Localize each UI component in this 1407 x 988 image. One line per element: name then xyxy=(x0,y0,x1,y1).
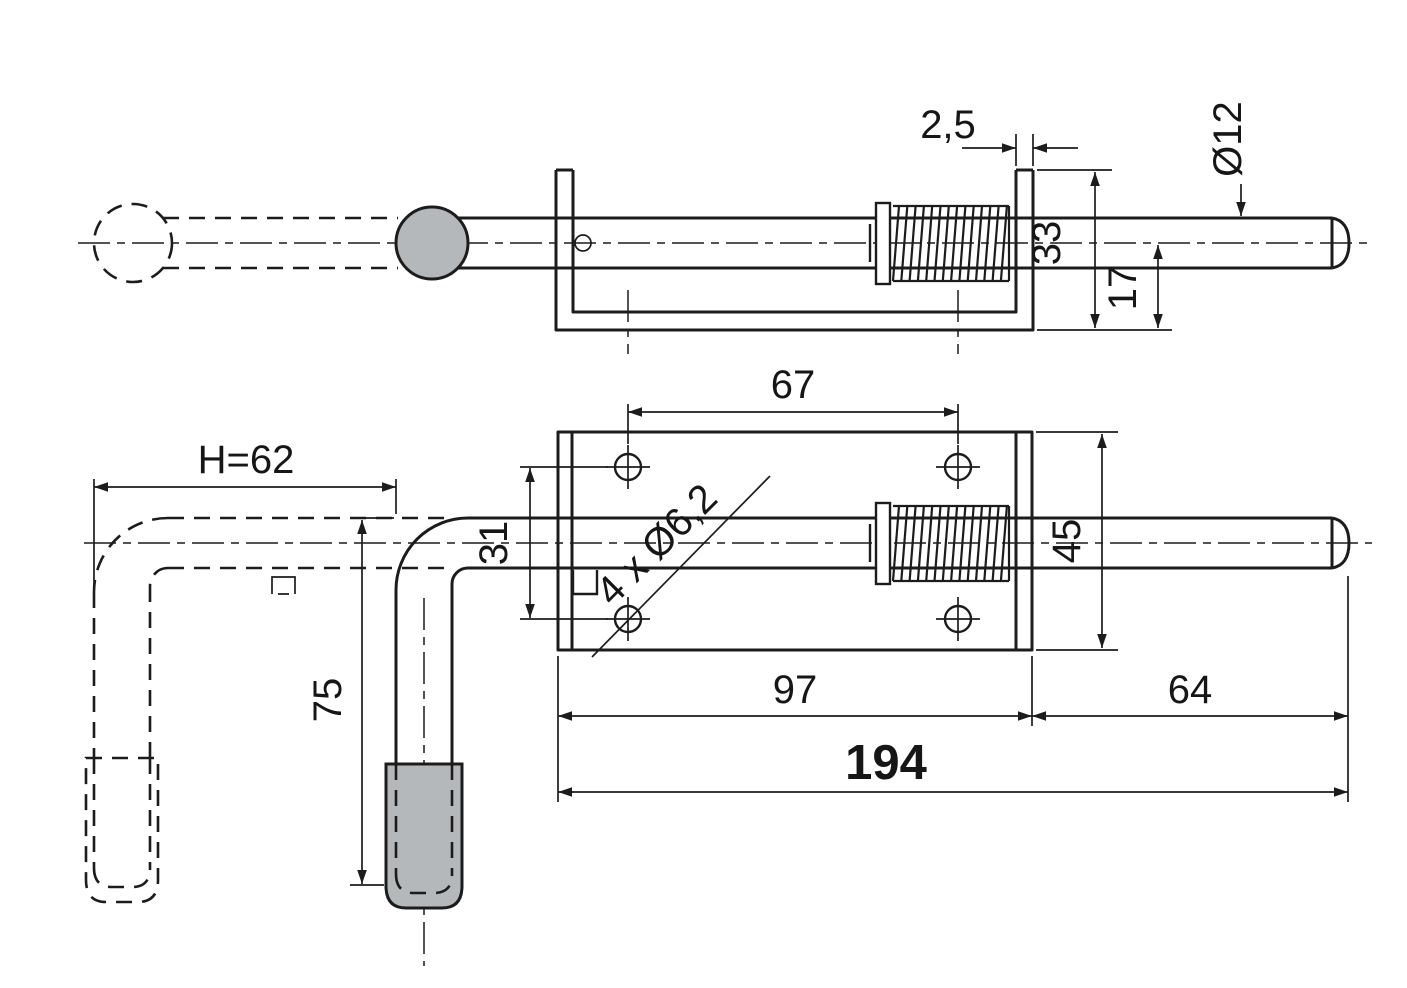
spring-side xyxy=(868,201,1011,286)
dim-label-hole-spacing-horizontal: 67 xyxy=(771,363,816,407)
spring-plan-outline xyxy=(893,504,1011,583)
dim-rod-diameter: Ø12 xyxy=(1206,101,1250,216)
dim-label-plate-width: 45 xyxy=(1045,519,1089,564)
dim-label-bracket-height: 33 xyxy=(1025,221,1069,266)
dim-label-rod-diameter: Ø12 xyxy=(1206,101,1250,177)
side-view xyxy=(92,168,1351,332)
keeper-mark xyxy=(271,576,296,595)
dim-handle-projection: H=62 xyxy=(93,438,397,588)
dim-label-handle-drop: 75 xyxy=(306,678,350,723)
dim-label-hole-callout: 4 x Ø6,2 xyxy=(588,476,726,614)
mounting-plate xyxy=(556,430,1034,652)
dim-label-plate-length: 97 xyxy=(773,668,818,712)
dim-bolt-extension: 64 xyxy=(1032,576,1349,802)
knob xyxy=(394,205,470,281)
guide-bracket xyxy=(554,168,1035,332)
handle-grip-hidden-tube xyxy=(394,764,454,895)
plan-view xyxy=(84,430,1351,910)
pin-slot xyxy=(571,570,599,596)
dim-overall-length: 194 xyxy=(558,736,1348,797)
bolt-retracted-outline xyxy=(92,202,398,284)
dim-axis-to-base: 17 xyxy=(1101,245,1163,328)
dim-hole-callout: 4 x Ø6,2 xyxy=(588,475,771,658)
pin-hole xyxy=(574,234,592,252)
bolt-rod-plan xyxy=(468,516,1351,570)
dim-plate-width: 45 xyxy=(1036,431,1118,651)
dim-label-hole-spacing-vertical: 31 xyxy=(472,521,516,566)
handle xyxy=(394,516,469,764)
center-lines xyxy=(78,242,1372,966)
dim-label-overall-length: 194 xyxy=(845,736,927,790)
dim-label-bracket-thickness: 2,5 xyxy=(920,103,976,147)
spring-plan xyxy=(868,501,1011,586)
hole-center-marks xyxy=(606,445,980,641)
dim-handle-drop: 75 xyxy=(306,517,394,886)
spring-side-outline xyxy=(893,204,1011,283)
dim-hole-spacing-vertical: 31 xyxy=(472,466,608,620)
dim-bracket-height: 33 xyxy=(1025,169,1172,331)
dim-label-bolt-extension: 64 xyxy=(1168,668,1213,712)
dim-bracket-thickness: 2,5 xyxy=(920,103,1078,166)
dim-plate-length: 97 xyxy=(557,656,1033,802)
dimensions: 2,5 Ø12 33 17 67 H=62 xyxy=(93,101,1349,886)
dim-hole-spacing-horizontal: 67 xyxy=(627,363,959,444)
handle-grip xyxy=(384,762,464,910)
dim-label-handle-projection: H=62 xyxy=(198,438,295,482)
dim-label-axis-to-base: 17 xyxy=(1101,266,1145,311)
handle-alt-position xyxy=(84,516,446,904)
